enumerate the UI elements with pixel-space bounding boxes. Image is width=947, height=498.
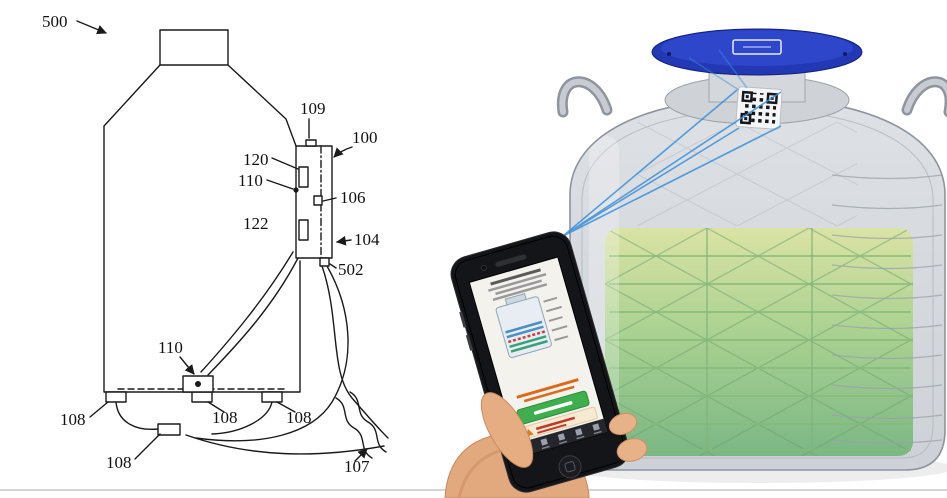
ref-label-109: 109: [300, 99, 326, 118]
leader-100: [333, 146, 353, 158]
ref-label-500: 500: [42, 12, 68, 31]
phone-home-glyph: [564, 461, 576, 473]
sensor-110-node: [195, 381, 201, 387]
contents-tray-lines: [609, 255, 911, 451]
phone-camera-icon: [480, 264, 487, 271]
leader-108-right: [276, 401, 296, 413]
break-line: [349, 391, 387, 453]
ref-label-502: 502: [338, 260, 364, 279]
leader-106: [322, 197, 337, 202]
phone-volume-button: [459, 311, 467, 328]
scan-line: [562, 89, 738, 237]
wire: [321, 265, 389, 439]
leader-108-bottom: [134, 433, 161, 460]
fingertip: [616, 438, 648, 462]
smartphone: [450, 231, 630, 493]
handle-right-highlight: [904, 78, 947, 115]
component-120: [298, 166, 309, 188]
tank-outline: [569, 97, 946, 471]
ref-label-108-bottom: 108: [106, 453, 132, 472]
break-squiggle: [335, 391, 387, 459]
ref-label-104: 104: [354, 230, 380, 249]
vessel-outline: [103, 64, 301, 393]
vessel-shoulder: [227, 64, 297, 147]
phone-app-screen: [468, 256, 609, 458]
cryo-tank: [556, 28, 947, 471]
ref-label-108-right: 108: [286, 408, 312, 427]
scan-line: [688, 57, 740, 91]
tank-handles: [556, 76, 947, 118]
device-antenna-stub: [305, 139, 317, 147]
scan-line: [562, 127, 740, 237]
hand-fingers: [480, 392, 648, 468]
leader-110-node: [293, 187, 299, 193]
wire: [195, 265, 349, 442]
leader-lines: [76, 20, 368, 462]
phone-volume-button: [465, 334, 474, 351]
thumb: [480, 392, 534, 468]
wire: [200, 251, 294, 373]
app-tank-levels: [505, 320, 548, 353]
app-button-label-line: [533, 401, 573, 415]
leader-104: [336, 235, 352, 246]
wire: [211, 401, 273, 435]
contents-posts: [706, 228, 813, 456]
blue-lid-top: [661, 30, 853, 66]
tank-ribs: [831, 174, 943, 444]
lid-markings: [667, 39, 847, 56]
scan-line: [562, 91, 782, 237]
vessel-cap: [159, 29, 229, 66]
fingertip: [608, 412, 638, 436]
sensor-wires: [115, 251, 389, 455]
green-contents: [605, 228, 913, 456]
internal-rack-upper: [637, 122, 857, 226]
junction-box-bottom: [157, 423, 181, 436]
ref-label-108-left: 108: [60, 410, 86, 429]
ref-label-108-center: 108: [212, 408, 238, 427]
qr-code: [735, 86, 783, 130]
ref-label-100: 100: [352, 128, 378, 147]
scan-line: [718, 49, 748, 89]
leader-108-center: [207, 401, 225, 413]
tank-wall-overlay: [570, 98, 945, 470]
phone-earpiece: [495, 254, 527, 267]
leader-502: [329, 263, 337, 269]
foot-sensor-right: [261, 391, 283, 403]
leader-107: [354, 448, 368, 462]
patent-drawing: 500 109 100 120 110 106 122 104 502 110 …: [42, 12, 389, 476]
foot-sensor-left: [105, 391, 127, 403]
scan-line: [562, 125, 782, 237]
leader-120: [271, 157, 299, 170]
ref-label-120: 120: [243, 150, 269, 169]
app-tank-graphic: [495, 292, 569, 358]
component-106: [313, 195, 323, 206]
app-alarm-level-line: [507, 330, 546, 344]
ref-label-107: 107: [344, 457, 370, 476]
scan-lines: [562, 49, 782, 237]
leader-108-left: [89, 401, 109, 418]
app-status-text-lines: [516, 378, 579, 403]
wire: [207, 257, 299, 376]
ref-label-122: 122: [243, 214, 269, 233]
app-tank-side-labels: [543, 296, 569, 342]
ref-label-110-upper: 110: [238, 171, 263, 190]
wire: [115, 401, 159, 431]
handle-left-highlight: [559, 78, 610, 115]
app-header-text-lines: [488, 268, 548, 301]
ref-label-106: 106: [340, 188, 366, 207]
component-122: [298, 219, 309, 241]
leader-110-upper: [266, 179, 294, 190]
wire: [185, 434, 385, 455]
product-photo: [444, 28, 947, 498]
ref-label-110-lower: 110: [158, 338, 183, 357]
leader-500: [76, 20, 107, 35]
phone-home-button: [558, 455, 582, 479]
foot-sensor-center: [191, 391, 213, 403]
leader-110-lower: [179, 356, 195, 375]
connector-502: [319, 257, 330, 267]
